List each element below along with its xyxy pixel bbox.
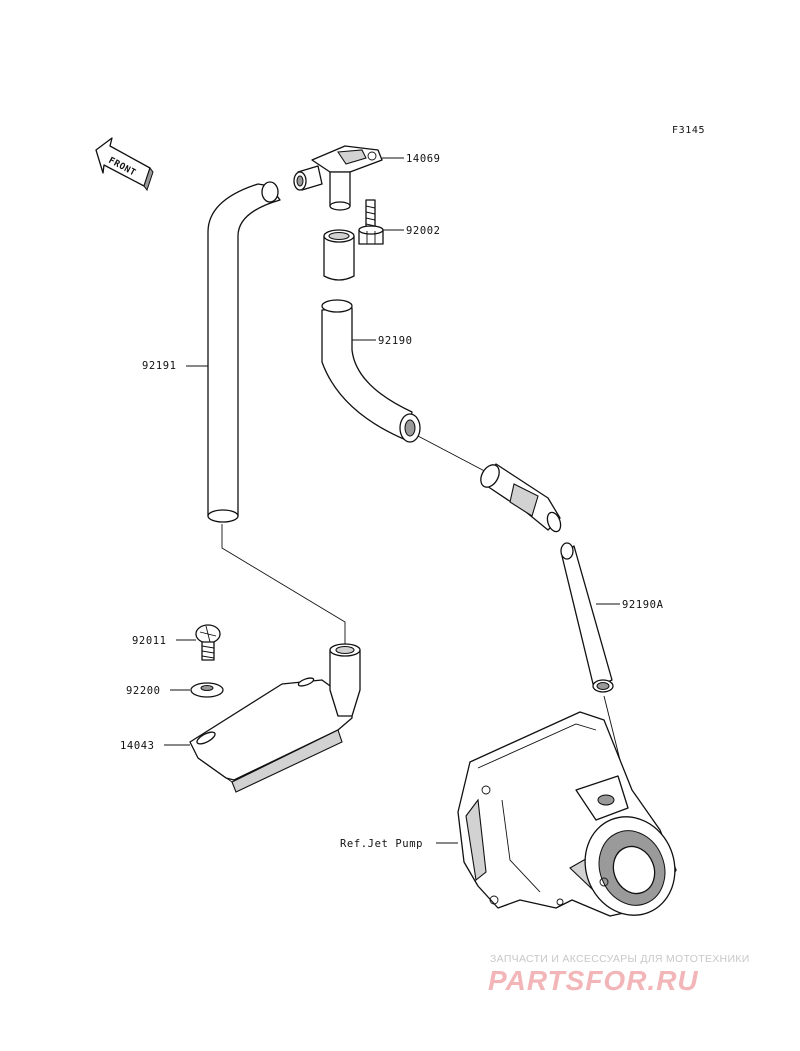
callout-92011: 92011 — [132, 635, 167, 647]
ref-jet-pump-housing — [457, 711, 677, 917]
part-92190-hose — [321, 299, 421, 443]
front-arrow-icon: FRONT — [95, 137, 154, 192]
hose-connection-line — [221, 524, 346, 646]
callout-92200: 92200 — [126, 685, 161, 697]
part-92200-washer — [190, 682, 224, 698]
callout-92190a: 92190A — [622, 599, 664, 611]
callout-14043: 14043 — [120, 740, 155, 752]
part-92011-screw — [195, 624, 221, 661]
part-92190a-hose — [560, 542, 614, 693]
part-92002-bolt — [358, 199, 384, 245]
part-14069-fitting — [293, 145, 383, 211]
short-hose-segment — [323, 229, 355, 281]
callout-92002: 92002 — [406, 225, 441, 237]
part-14043-box — [189, 643, 361, 793]
watermark-brand: PARTSFOR.RU — [488, 965, 699, 996]
part-92190-hose-lower — [480, 463, 562, 533]
callout-92191: 92191 — [142, 360, 177, 372]
watermark-tagline: ЗАПЧАСТИ И АКСЕССУАРЫ ДЛЯ МОТОТЕХНИКИ — [490, 953, 750, 965]
callout-ref-jet-pump: Ref.Jet Pump — [340, 838, 423, 850]
figure-code: F3145 — [672, 125, 705, 136]
hose-92190-connection — [417, 435, 495, 477]
callout-14069: 14069 — [406, 153, 441, 165]
callout-92190: 92190 — [378, 335, 413, 347]
part-92191-hose — [207, 181, 281, 523]
